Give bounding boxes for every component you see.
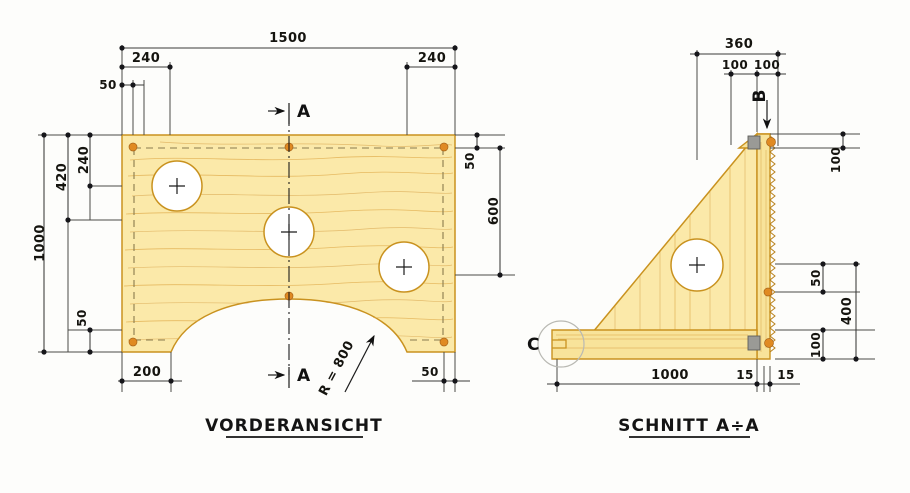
dim-front-overall-height: 1000 xyxy=(33,224,48,262)
front-view-inset-dashed-outline xyxy=(133,147,444,340)
section-view-vertical-board xyxy=(756,133,771,360)
section-view-base-board-grain xyxy=(556,334,752,349)
section-view-base-board xyxy=(551,329,758,360)
dim-section-bottom-gap-right: 15 xyxy=(777,368,795,382)
section-view-title-group: SCHNITT A÷A xyxy=(618,416,760,438)
section-view-bottom-dimensions: 1000 15 15 xyxy=(547,359,800,392)
detail-mark-label-c: C xyxy=(527,335,539,355)
dim-front-bottom-right: 50 xyxy=(421,365,439,379)
front-view-radius-callout: R = 800 xyxy=(316,334,375,398)
front-view-panel-group xyxy=(121,110,456,375)
front-view-section-mark-bottom: A xyxy=(268,366,311,388)
section-view-bracket-top xyxy=(747,135,761,150)
section-mark-label-top: A xyxy=(297,102,311,122)
front-view-section-mark-top: A xyxy=(268,102,311,124)
detail-mark-label-b: B xyxy=(750,90,770,103)
dim-front-right-top: 50 xyxy=(463,152,477,170)
section-view-detail-c-callout: C xyxy=(527,320,585,368)
dim-section-bottom-length: 1000 xyxy=(651,368,689,383)
dim-section-right-lower: 100 xyxy=(809,332,823,358)
section-view-right-dimensions: 100 50 100 400 xyxy=(770,131,875,362)
dim-section-right-top: 100 xyxy=(829,147,843,173)
section-view-top-dimensions: 360 100 100 B xyxy=(690,37,786,160)
dim-front-top-left-edge: 50 xyxy=(99,78,117,92)
section-view-screw-mid xyxy=(763,287,773,297)
section-view-gusset xyxy=(581,131,758,345)
section-view-screw-bottom xyxy=(764,338,774,348)
dim-section-top-right-part: 100 xyxy=(754,58,780,72)
section-view-title: SCHNITT A÷A xyxy=(618,416,760,436)
section-mark-label-bottom: A xyxy=(297,366,311,386)
dim-section-top-overall: 360 xyxy=(725,37,753,52)
dim-section-right-overall: 400 xyxy=(840,297,855,325)
dim-section-top-left-part: 100 xyxy=(722,58,748,72)
dim-front-top-left-offset: 240 xyxy=(132,51,160,66)
dim-front-bottom-left: 200 xyxy=(133,365,161,380)
dim-front-radius-note: R = 800 xyxy=(316,338,357,398)
section-view-sawtooth-edge xyxy=(769,135,776,353)
front-view-right-dimensions: 50 600 xyxy=(455,132,515,278)
front-view-title-group: VORDERANSICHT xyxy=(205,416,383,438)
section-view-groove xyxy=(552,339,567,349)
section-view-vertical-board-grain xyxy=(760,142,767,352)
section-view-group xyxy=(551,131,776,360)
front-view-bottom-dimensions: 200 50 xyxy=(118,352,470,392)
dim-front-left-upper: 420 xyxy=(55,163,70,191)
dim-front-left-inner: 240 xyxy=(77,146,92,174)
front-view-title: VORDERANSICHT xyxy=(205,416,383,436)
section-view-bracket-bottom xyxy=(747,335,761,351)
dim-front-top-right-offset: 240 xyxy=(418,51,446,66)
dim-front-overall-width: 1500 xyxy=(269,31,307,46)
dim-front-right-lower: 600 xyxy=(487,197,502,225)
front-view-top-dimensions: 1500 240 240 50 xyxy=(99,31,458,135)
section-view-screw-top xyxy=(766,137,776,147)
dim-front-left-bottom: 50 xyxy=(75,309,89,327)
front-view-holes xyxy=(151,160,430,293)
dim-section-right-upper: 50 xyxy=(809,269,823,287)
front-view-left-dimensions: 1000 420 240 50 xyxy=(33,132,122,355)
dim-section-bottom-gap-left: 15 xyxy=(736,368,754,382)
